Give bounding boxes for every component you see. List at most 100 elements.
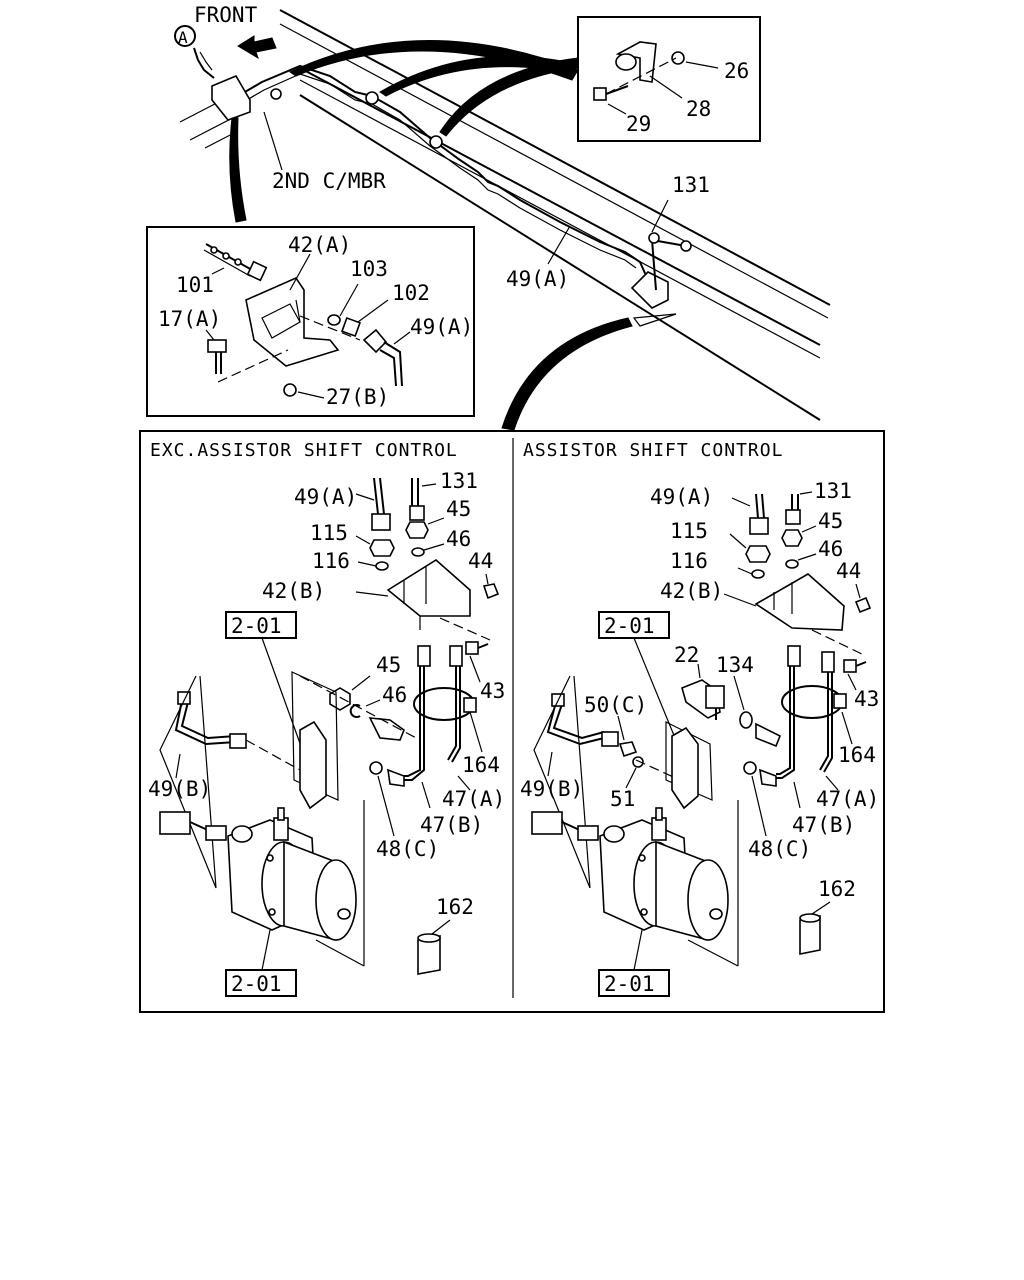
nut-icon [482, 583, 500, 600]
part-44-label: 44 [836, 559, 861, 583]
part-115-label: 115 [670, 519, 708, 543]
part-48c-label: 48(C) [748, 837, 811, 861]
front-bracket-icon [211, 74, 251, 121]
part-17a-label: 17(A) [158, 307, 221, 331]
callout-pointer-icon [288, 40, 579, 81]
part-49a-label: 49(A) [294, 485, 357, 509]
part-131-label: 131 [440, 469, 478, 493]
part-131-label: 131 [672, 173, 710, 197]
part-46-lower-label: 46 [382, 683, 407, 707]
nut-icon [671, 51, 685, 65]
ref-box-bottom [225, 969, 297, 997]
part-42a-label: 42(A) [288, 233, 351, 257]
fitting-icon [821, 651, 835, 673]
part-102-label: 102 [392, 281, 430, 305]
flare-nut-icon [409, 505, 425, 521]
callout-pointer-icon [379, 55, 577, 97]
fitting-icon [417, 645, 431, 667]
clip-inset: 26 29 28 [577, 16, 761, 142]
bracket-42b-icon [386, 559, 471, 617]
part-28-label: 28 [686, 97, 711, 121]
bracket-inset-frame [146, 226, 475, 417]
part-101-label: 101 [176, 273, 214, 297]
part-48c-label: 48(C) [376, 837, 439, 861]
part-45-lower-label: 45 [376, 653, 401, 677]
part-44-label: 44 [468, 549, 493, 573]
part-162-label: 162 [818, 877, 856, 901]
nut-icon [369, 539, 395, 557]
snap-ring-icon [349, 704, 361, 718]
part-115-label: 115 [310, 521, 348, 545]
part-162-label: 162 [436, 895, 474, 919]
washer-icon [411, 547, 425, 557]
connector-icon [368, 717, 405, 741]
washer-icon [632, 756, 644, 768]
pipe-clip-icon [615, 41, 657, 83]
bracket-inset: 101 42(A) 103 102 49(A) 17(A) 27(B [146, 226, 475, 417]
front-label: FRONT [194, 3, 258, 27]
shift-motor-icon [159, 807, 357, 941]
part-27b-label: 27(B) [326, 385, 389, 409]
member-label: 2ND C/MBR [272, 169, 386, 193]
washer-icon [327, 314, 341, 326]
part-103-label: 103 [350, 257, 388, 281]
nut-icon [341, 317, 361, 337]
mounting-plate-icon [299, 720, 327, 810]
part-45-label: 45 [446, 497, 471, 521]
bracket-42b-icon [754, 573, 845, 631]
fitting-icon [449, 645, 463, 667]
line-49a-label: 49(A) [506, 267, 569, 291]
bolt-icon [843, 659, 857, 673]
pipe-clip-icon [429, 135, 443, 149]
part-47b-label: 47(B) [792, 813, 855, 837]
part-42b-label: 42(B) [262, 579, 325, 603]
part-51-label: 51 [610, 787, 635, 811]
ref-box-top [225, 611, 297, 639]
part-116-label: 116 [670, 549, 708, 573]
part-45-label: 45 [818, 509, 843, 533]
callout-pointer-icon [501, 317, 633, 431]
flare-nut-icon [749, 517, 769, 535]
part-42b-label: 42(B) [660, 579, 723, 603]
view-a-label: A [178, 28, 188, 47]
callout-pointer-icon [229, 117, 247, 223]
part-47a-label: 47(A) [816, 787, 879, 811]
bracket-42a-icon [245, 276, 340, 367]
clip-inset-frame [577, 16, 761, 142]
part-47b-label: 47(B) [420, 813, 483, 837]
part-131-label: 131 [814, 479, 852, 503]
part-50c-label: 50(C) [584, 693, 647, 717]
right-panel-title: ASSISTOR SHIFT CONTROL [523, 440, 783, 461]
part-164-label: 164 [838, 743, 876, 767]
left-panel: EXC.ASSISTOR SHIFT CONTROL 49(A) 131 45 … [148, 440, 505, 997]
nut-icon [745, 545, 771, 563]
bolt-icon [207, 339, 227, 353]
nut-icon [854, 596, 872, 614]
ref-2-01-top: 2-01 [231, 614, 282, 638]
gasket-icon [369, 761, 383, 775]
ref-2-01-top: 2-01 [604, 614, 655, 638]
nut-icon [405, 521, 429, 539]
right-panel: ASSISTOR SHIFT CONTROL 49(A) 131 115 45 … [520, 440, 879, 997]
part-46-label: 46 [818, 537, 843, 561]
ref-2-01-bottom: 2-01 [231, 972, 282, 996]
bolt-icon [593, 87, 607, 101]
part-49b-label: 49(B) [520, 777, 583, 801]
fitting-icon [787, 645, 801, 667]
nut-icon [329, 687, 351, 711]
lower-panel-frame [139, 430, 885, 1013]
shift-motor-icon [531, 807, 729, 941]
mounting-plate-icon [671, 726, 699, 810]
nut-icon [781, 529, 803, 547]
gasket-icon [743, 761, 757, 775]
pipe-clip-icon [270, 88, 282, 100]
washer-icon [785, 559, 799, 569]
part-116-label: 116 [312, 549, 350, 573]
part-134-label: 134 [716, 653, 754, 677]
bolt-icon [465, 641, 479, 655]
part-29-label: 29 [626, 112, 651, 136]
gasket-134-icon [739, 711, 753, 729]
washer-icon [751, 569, 765, 579]
part-164-label: 164 [462, 753, 500, 777]
